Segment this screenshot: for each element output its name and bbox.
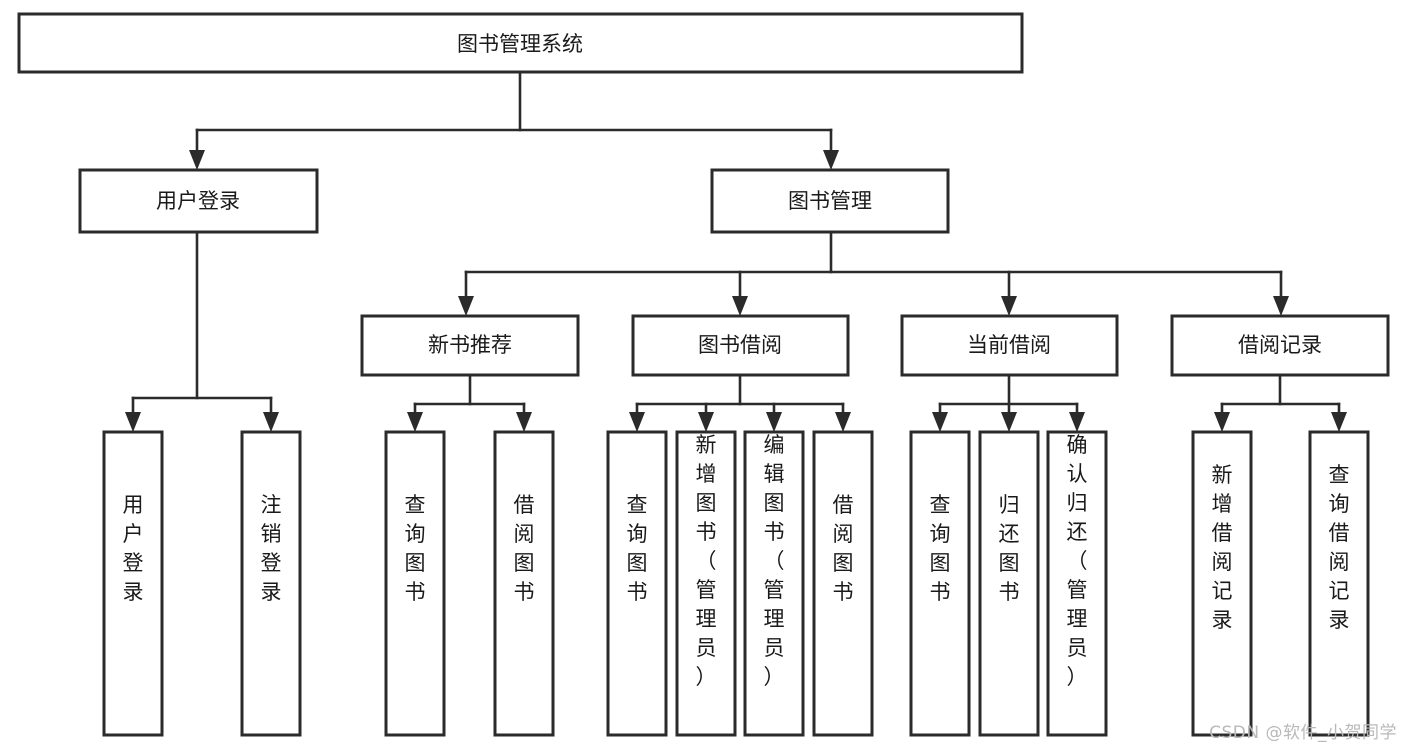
arrow-head-leaf-borrow-book-1 — [516, 412, 532, 432]
node-leaf-logout-login-box[interactable] — [240, 430, 302, 737]
node-leaf-query-book-2[interactable]: 查询图书 — [606, 430, 668, 737]
node-book-borrow[interactable]: 图书借阅 — [631, 314, 850, 377]
arrow-head-bookmgmt — [823, 150, 839, 170]
arrow-head-leaf-borrow-book-2 — [835, 412, 851, 432]
node-book-management[interactable]: 图书管理 — [710, 168, 950, 234]
arrow-head-userlogin — [189, 150, 205, 170]
node-user-login-box[interactable] — [78, 168, 319, 234]
arrow-head-leaf-query-book-3 — [932, 412, 948, 432]
arrow-head-newbook — [458, 296, 474, 316]
arrow-head-borrowrecord — [1273, 296, 1289, 316]
node-root-label: 图书管理系统 — [457, 32, 583, 56]
node-leaf-add-book-box[interactable] — [675, 430, 737, 737]
node-leaf-logout-login[interactable]: 注销登录 — [240, 430, 302, 737]
arrow-head-leaf-logout-login — [263, 412, 279, 432]
node-leaf-query-book-3[interactable]: 查询图书 — [909, 430, 971, 737]
node-leaf-confirm-return-box[interactable] — [1046, 430, 1108, 737]
node-leaf-confirm-return[interactable]: 确认归还（管理员） — [1046, 430, 1108, 737]
node-leaf-add-borrow-record-label: 新增借阅记录 — [1212, 463, 1233, 632]
node-user-login[interactable]: 用户登录 — [78, 168, 319, 234]
node-leaf-edit-book-label: 编辑图书（管理员） — [764, 433, 785, 689]
arrow-head-leaf-add-book — [698, 412, 714, 432]
node-leaf-confirm-return-label: 确认归还（管理员） — [1067, 433, 1088, 689]
node-book-management-label: 图书管理 — [788, 189, 872, 213]
node-leaf-borrow-book-1[interactable]: 借阅图书 — [493, 430, 555, 737]
arrow-head-bookborrow — [732, 296, 748, 316]
arrow-head-leaf-add-borrow-record — [1214, 412, 1230, 432]
node-current-borrow[interactable]: 当前借阅 — [900, 314, 1119, 377]
node-leaf-query-book-1[interactable]: 查询图书 — [384, 430, 446, 737]
node-leaf-add-borrow-record-box[interactable] — [1191, 430, 1253, 737]
node-new-book-recommend-label: 新书推荐 — [428, 333, 512, 357]
node-leaf-query-book-3-box[interactable] — [909, 430, 971, 737]
node-leaf-edit-book[interactable]: 编辑图书（管理员） — [743, 430, 805, 737]
node-leaf-add-borrow-record[interactable]: 新增借阅记录 — [1191, 430, 1253, 737]
node-book-borrow-box[interactable] — [631, 314, 850, 377]
arrow-head-leaf-query-book-1 — [407, 412, 423, 432]
node-leaf-query-book-1-box[interactable] — [384, 430, 446, 737]
node-book-management-box[interactable] — [710, 168, 950, 234]
node-leaf-return-book-label: 归还图书 — [999, 493, 1020, 604]
node-root[interactable]: 图书管理系统 — [17, 12, 1024, 74]
node-leaf-query-book-2-box[interactable] — [606, 430, 668, 737]
node-user-login-label: 用户登录 — [156, 189, 240, 213]
node-leaf-return-book-box[interactable] — [978, 430, 1040, 737]
arrow-head-currentborrow — [1001, 296, 1017, 316]
node-leaf-query-borrow-record-label: 查询借阅记录 — [1329, 463, 1350, 632]
node-leaf-borrow-book-2[interactable]: 借阅图书 — [812, 430, 874, 737]
node-borrow-record[interactable]: 借阅记录 — [1170, 314, 1390, 377]
node-leaf-edit-book-box[interactable] — [743, 430, 805, 737]
node-leaf-user-login-box[interactable] — [102, 430, 164, 737]
arrow-head-leaf-user-login — [125, 412, 141, 432]
node-leaf-logout-login-label: 注销登录 — [261, 493, 282, 604]
node-borrow-record-label: 借阅记录 — [1238, 333, 1322, 357]
node-leaf-user-login-label: 用户登录 — [123, 493, 144, 604]
node-leaf-borrow-book-1-box[interactable] — [493, 430, 555, 737]
node-leaf-add-book[interactable]: 新增图书（管理员） — [675, 430, 737, 737]
node-current-borrow-box[interactable] — [900, 314, 1119, 377]
node-leaf-borrow-book-2-box[interactable] — [812, 430, 874, 737]
arrow-head-leaf-confirm-return — [1069, 412, 1085, 432]
node-root-box[interactable] — [17, 12, 1024, 74]
connector-group — [125, 70, 1347, 432]
node-new-book-recommend[interactable]: 新书推荐 — [360, 314, 580, 377]
node-leaf-return-book[interactable]: 归还图书 — [978, 430, 1040, 737]
arrow-head-leaf-edit-book — [766, 412, 782, 432]
node-borrow-record-box[interactable] — [1170, 314, 1390, 377]
node-new-book-recommend-box[interactable] — [360, 314, 580, 377]
node-leaf-query-book-1-label: 查询图书 — [405, 493, 426, 604]
node-leaf-borrow-book-1-label: 借阅图书 — [514, 493, 535, 604]
node-leaf-query-borrow-record-box[interactable] — [1308, 430, 1370, 737]
node-leaf-user-login[interactable]: 用户登录 — [102, 430, 164, 737]
arrow-head-leaf-return-book — [1001, 412, 1017, 432]
csdn-watermark: CSDN @软件_小贺同学 — [1209, 723, 1397, 743]
node-leaf-query-book-2-label: 查询图书 — [627, 493, 648, 604]
arrow-head-leaf-query-borrow-record — [1331, 412, 1347, 432]
node-leaf-borrow-book-2-label: 借阅图书 — [833, 493, 854, 604]
node-leaf-query-borrow-record[interactable]: 查询借阅记录 — [1308, 430, 1370, 737]
node-current-borrow-label: 当前借阅 — [967, 333, 1051, 357]
arrow-head-leaf-query-book-2 — [629, 412, 645, 432]
node-book-borrow-label: 图书借阅 — [698, 333, 782, 357]
node-leaf-add-book-label: 新增图书（管理员） — [696, 433, 717, 689]
node-leaf-query-book-3-label: 查询图书 — [930, 493, 951, 604]
